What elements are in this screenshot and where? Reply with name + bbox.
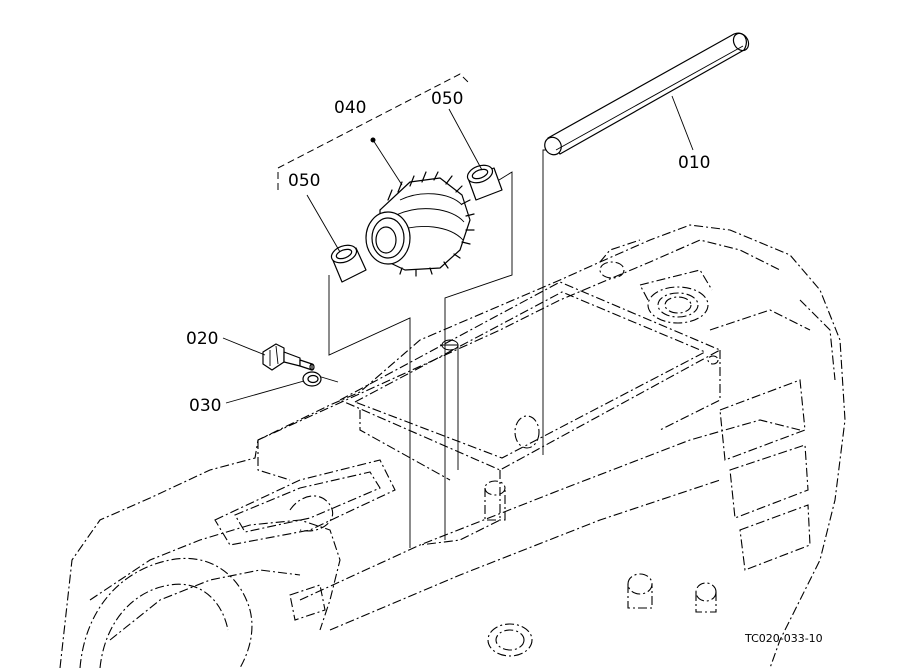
bushing-left-part [330,244,367,283]
callout-gear-label: 040 [334,98,366,118]
callout-bushing-left-label: 050 [288,171,320,191]
leader-lines [222,95,694,404]
transmission-case [59,224,846,668]
callout-bushing-right-label: 050 [431,89,463,109]
bushing-right-part [466,164,503,201]
figure-reference: TC020-033-10 [744,632,823,645]
gear-part [365,137,475,277]
shaft-part [544,32,750,156]
gear-assembly-bracket [277,73,471,190]
washer-part [302,371,322,387]
callout-washer-label: 030 [189,396,221,416]
callout-bolt-label: 020 [186,329,218,349]
callout-shaft-label: 010 [678,153,710,173]
bolt-part [262,343,315,371]
